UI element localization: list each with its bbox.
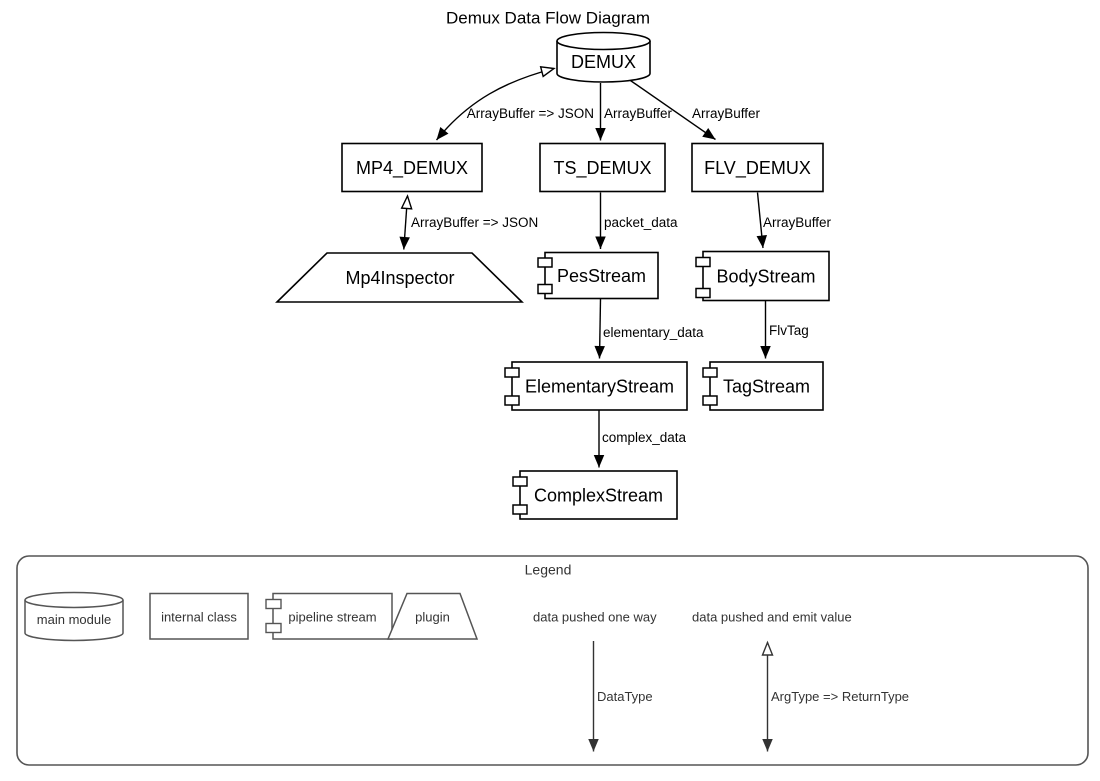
node-mp4-inspector: Mp4Inspector bbox=[275, 252, 524, 303]
legend-plugin: plugin bbox=[386, 592, 479, 640]
node-pes-stream: PesStream bbox=[537, 251, 659, 300]
edge-label: ArrayBuffer bbox=[604, 106, 673, 121]
node-flv-demux: FLV_DEMUX bbox=[691, 142, 824, 193]
edge-ts-to-pes: packet_data bbox=[595, 192, 678, 249]
edge-demux-to-flv: ArrayBuffer bbox=[628, 78, 761, 141]
node-tag-stream: TagStream bbox=[702, 361, 824, 411]
legend-label: main module bbox=[37, 612, 111, 627]
legend: Legend main module internal class pipeli… bbox=[16, 555, 1089, 766]
edge-demux-to-ts: ArrayBuffer bbox=[595, 83, 673, 141]
node-label: MP4_DEMUX bbox=[356, 158, 468, 179]
edge-label: packet_data bbox=[604, 215, 678, 230]
node-label: DEMUX bbox=[571, 52, 636, 72]
node-label: TagStream bbox=[723, 377, 810, 397]
edge-flv-to-body: ArrayBuffer bbox=[756, 192, 832, 249]
node-mp4-demux: MP4_DEMUX bbox=[341, 142, 483, 193]
edge-label: FlvTag bbox=[769, 323, 809, 338]
edge-label: elementary_data bbox=[603, 325, 704, 340]
node-label: ComplexStream bbox=[534, 486, 663, 506]
edge-label: ArrayBuffer => JSON bbox=[411, 215, 538, 230]
edge-demux-to-mp4: ArrayBuffer => JSON bbox=[435, 65, 594, 141]
legend-label: data pushed and emit value bbox=[692, 610, 852, 625]
edge-label: ArrayBuffer bbox=[692, 106, 761, 121]
legend-main-module: main module bbox=[24, 591, 124, 642]
node-demux: DEMUX bbox=[556, 31, 651, 83]
edge-body-to-tag: FlvTag bbox=[760, 301, 809, 359]
legend-one-way-arrow: data pushed one way DataType bbox=[533, 610, 657, 752]
legend-label: pipeline stream bbox=[288, 610, 376, 625]
node-elementary-stream: ElementaryStream bbox=[504, 361, 688, 411]
edge-label: ArrayBuffer bbox=[763, 215, 832, 230]
legend-label: data pushed one way bbox=[533, 610, 657, 625]
node-label: BodyStream bbox=[716, 267, 815, 287]
legend-title: Legend bbox=[525, 562, 572, 578]
page-title: Demux Data Flow Diagram bbox=[446, 9, 650, 28]
node-label: Mp4Inspector bbox=[345, 268, 454, 288]
legend-internal-class: internal class bbox=[149, 592, 249, 640]
legend-label: ArgType => ReturnType bbox=[771, 689, 909, 704]
node-complex-stream: ComplexStream bbox=[512, 470, 678, 520]
edge-elementary-to-complex: complex_data bbox=[593, 410, 687, 468]
legend-pipeline-stream: pipeline stream bbox=[265, 592, 393, 640]
edge-label: ArrayBuffer => JSON bbox=[467, 106, 594, 121]
edge-mp4-to-inspector: ArrayBuffer => JSON bbox=[399, 194, 538, 250]
node-label: FLV_DEMUX bbox=[704, 158, 811, 179]
node-label: TS_DEMUX bbox=[553, 158, 651, 179]
legend-two-way-arrow: data pushed and emit value ArgType => Re… bbox=[692, 610, 909, 752]
node-body-stream: BodyStream bbox=[695, 250, 830, 302]
node-label: PesStream bbox=[557, 266, 646, 286]
legend-label: plugin bbox=[415, 610, 450, 625]
edge-label: complex_data bbox=[602, 430, 687, 445]
node-label: ElementaryStream bbox=[525, 377, 674, 397]
legend-label: DataType bbox=[597, 689, 653, 704]
edge-pes-to-elementary: elementary_data bbox=[594, 298, 704, 359]
legend-label: internal class bbox=[161, 610, 237, 625]
node-ts-demux: TS_DEMUX bbox=[539, 142, 666, 193]
